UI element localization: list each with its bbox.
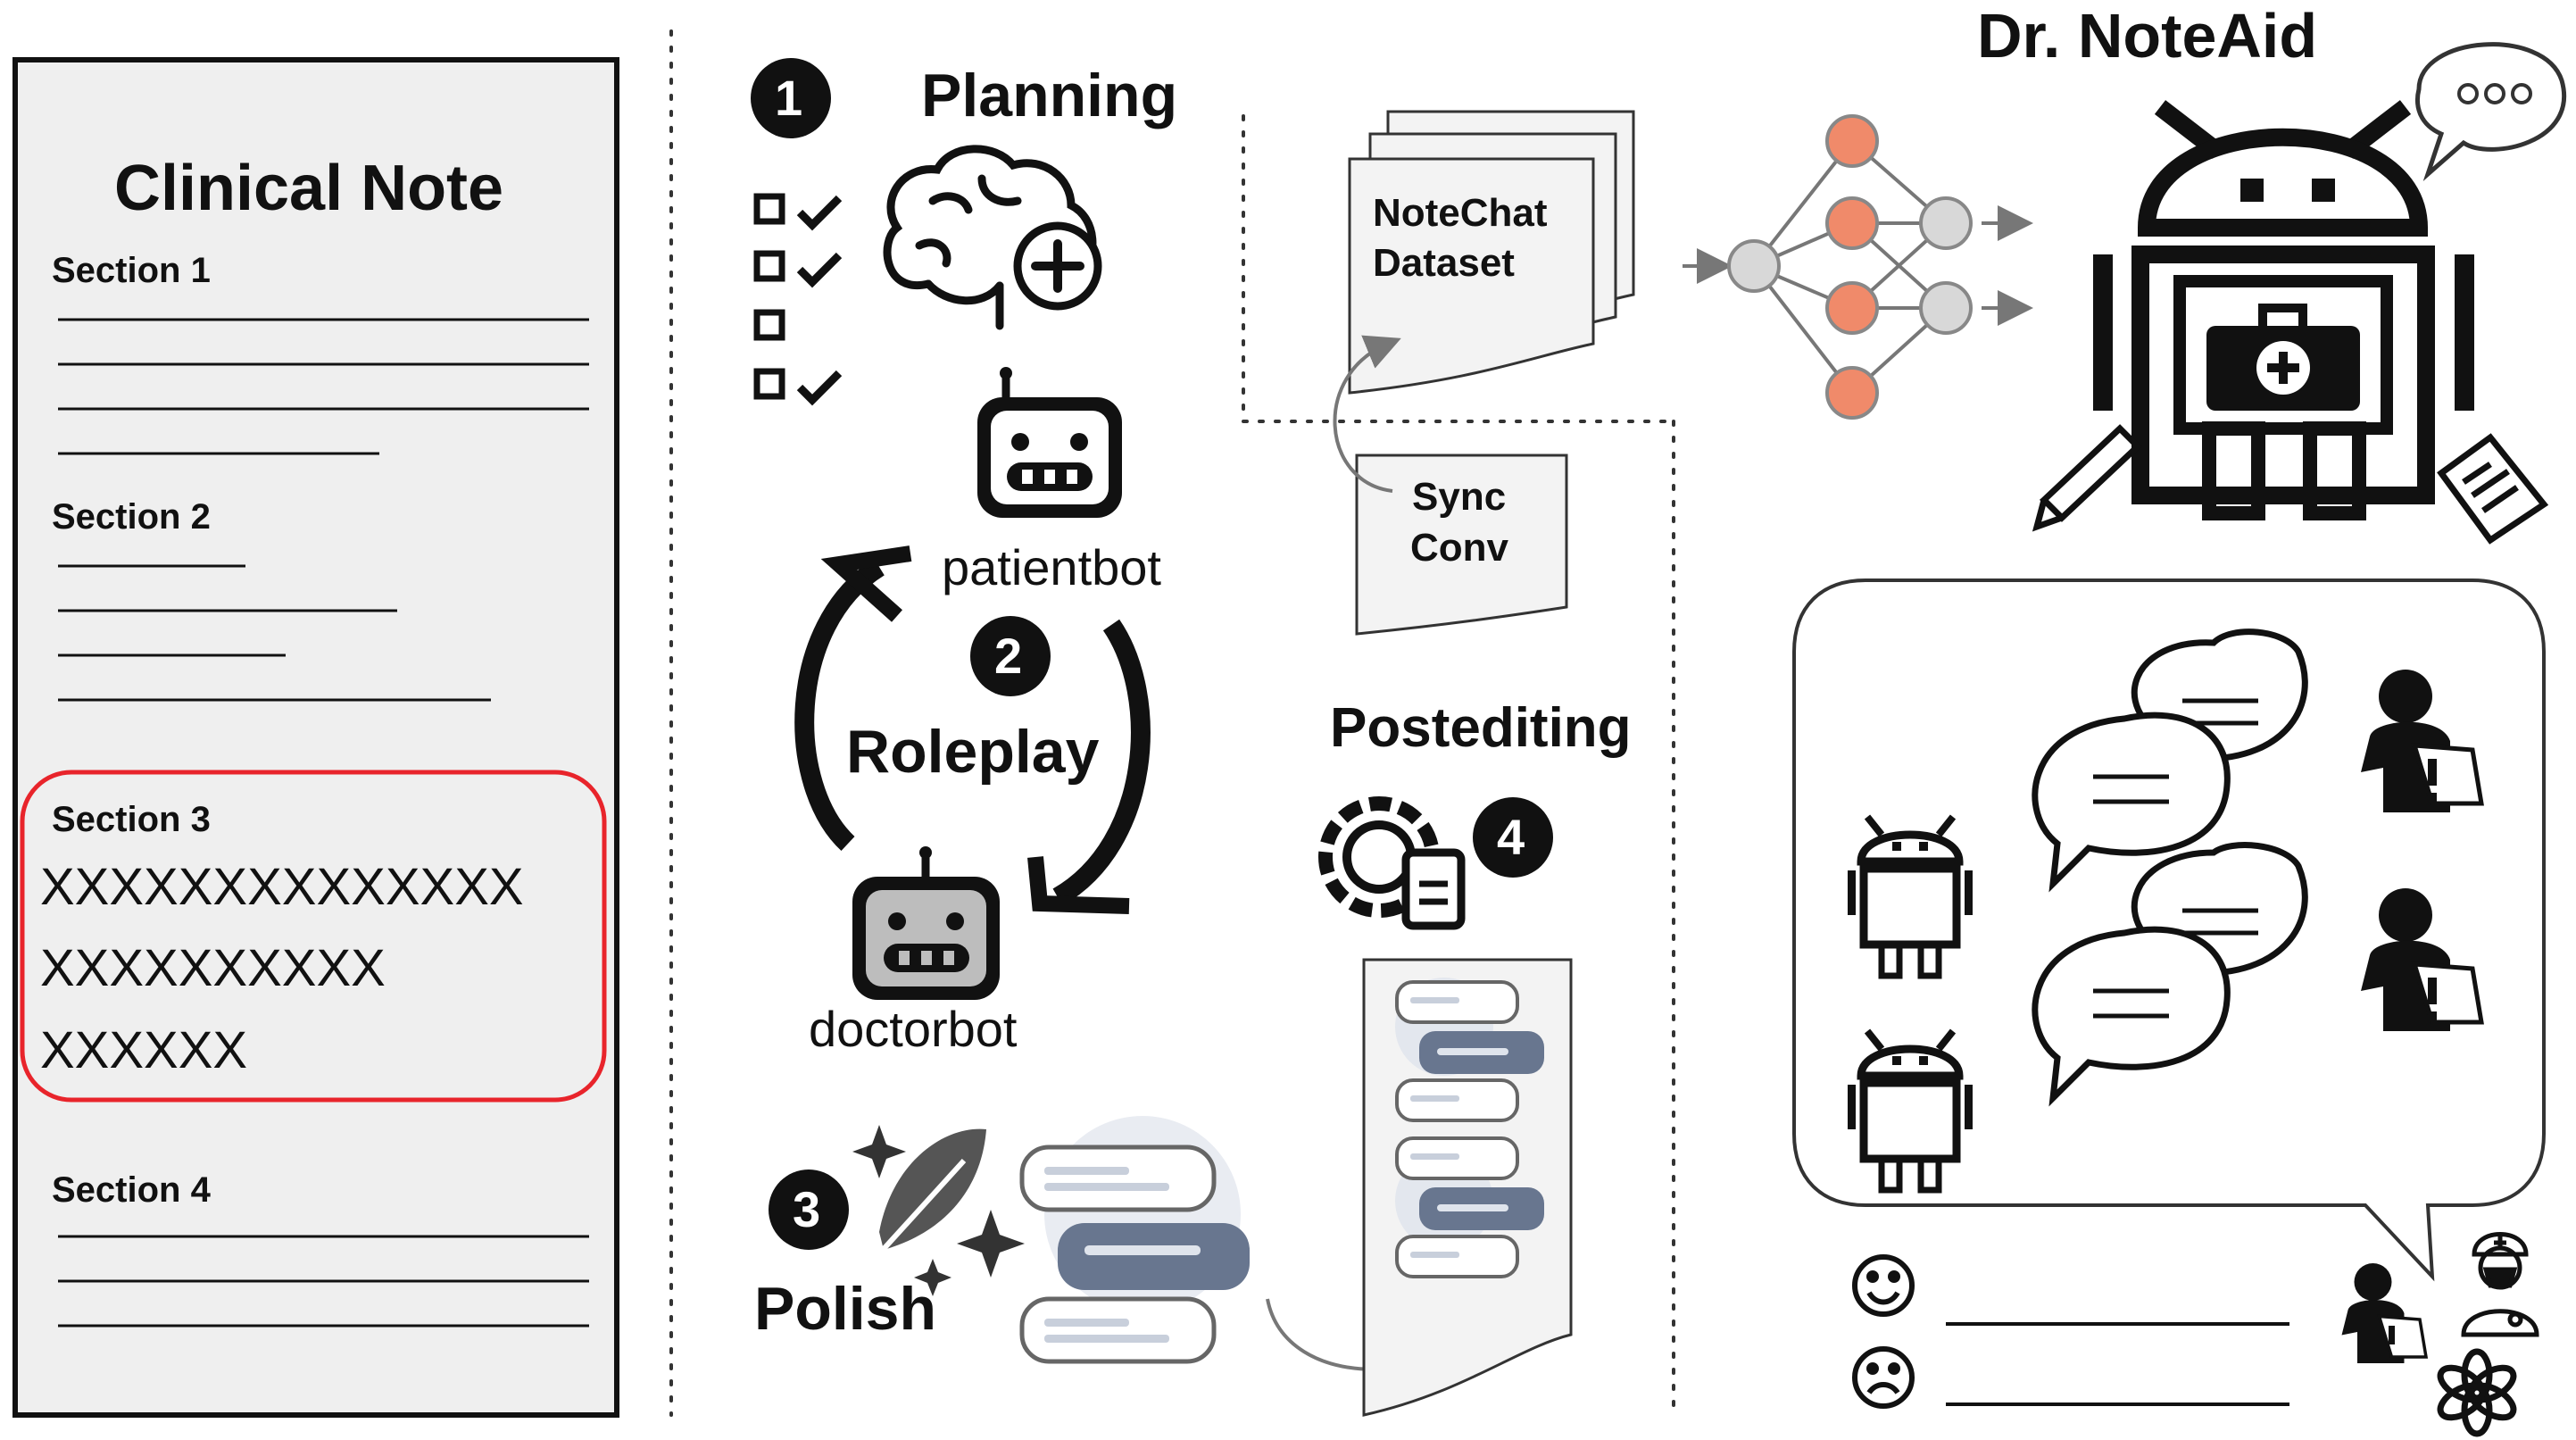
patient-icon [2341,670,2484,1363]
speech-bubble-icon [2414,42,2566,181]
feather-sparkle-icon [852,1125,1025,1296]
sync-conv-line1: Sync [1412,475,1507,519]
sync-conv-doc-icon [1355,454,1568,636]
section-3-line-1: XXXXXXXXXXXXXX [40,858,524,916]
patientbot-icon [977,367,1122,518]
clinical-note-title: Clinical Note [114,153,504,224]
sync-to-dataset-arrow [1333,335,1401,493]
step-4-badge [1473,797,1553,878]
happy-face-icon [1852,1254,1915,1317]
notechat-dataset-icon [1348,110,1635,395]
neural-network-icon [1683,114,2033,420]
postedited-conversation-doc [1362,958,1573,1417]
section-1-lines [58,318,589,455]
doctor-icon [2461,1232,2539,1337]
dr-noteaid-title: Dr. NoteAid [1977,1,2318,71]
android-icon [1848,814,1973,1194]
checklist-icon [753,193,843,406]
sync-conv-line2: Conv [1410,526,1508,570]
gear-document-icon [1318,796,1466,930]
section-3-line-3: XXXXXX [40,1021,248,1079]
step-2-badge [970,616,1051,696]
dataset-name-line1: NoteChat [1373,191,1548,235]
section-3-highlight [20,770,607,1103]
brain-plus-icon [883,145,1102,330]
sad-face-icon [1852,1346,1915,1409]
postediting-label: Postediting [1330,697,1632,759]
patientbot-label: patientbot [942,539,1161,595]
doctorbot-icon [852,846,1000,1000]
cycle-arrows-icon [794,545,1151,914]
pencil-icon [2032,424,2143,532]
step-4-number: 4 [1497,809,1525,865]
step-1-number: 1 [775,70,803,126]
section-4-label: Section 4 [52,1170,211,1210]
chat-bubbles-icon [1019,1116,1250,1364]
section-3-label: Section 3 [52,800,211,839]
step-3-number: 3 [793,1181,821,1237]
doctorbot-label: doctorbot [809,1001,1018,1057]
step-1-badge [751,58,831,138]
section-4-lines [58,1235,589,1328]
android-doctor-icon [2093,100,2474,520]
section-2-lines [58,564,491,702]
dataset-name-line2: Dataset [1373,241,1515,285]
divider-lines [669,29,1675,1417]
section-3-line-2: XXXXXXXXXX [40,939,386,997]
dialogue-bubbles [2032,628,2308,1107]
step-2-number: 2 [994,628,1023,684]
roleplay-label: Roleplay [846,718,1100,786]
document-icon [2437,433,2549,545]
polish-label: Polish [754,1275,937,1343]
section-1-label: Section 1 [52,251,211,290]
step-3-badge [769,1169,849,1250]
openai-icon [2437,1348,2517,1437]
clinical-note-panel [12,57,619,1418]
planning-label: Planning [921,62,1178,129]
section-2-label: Section 2 [52,497,211,537]
